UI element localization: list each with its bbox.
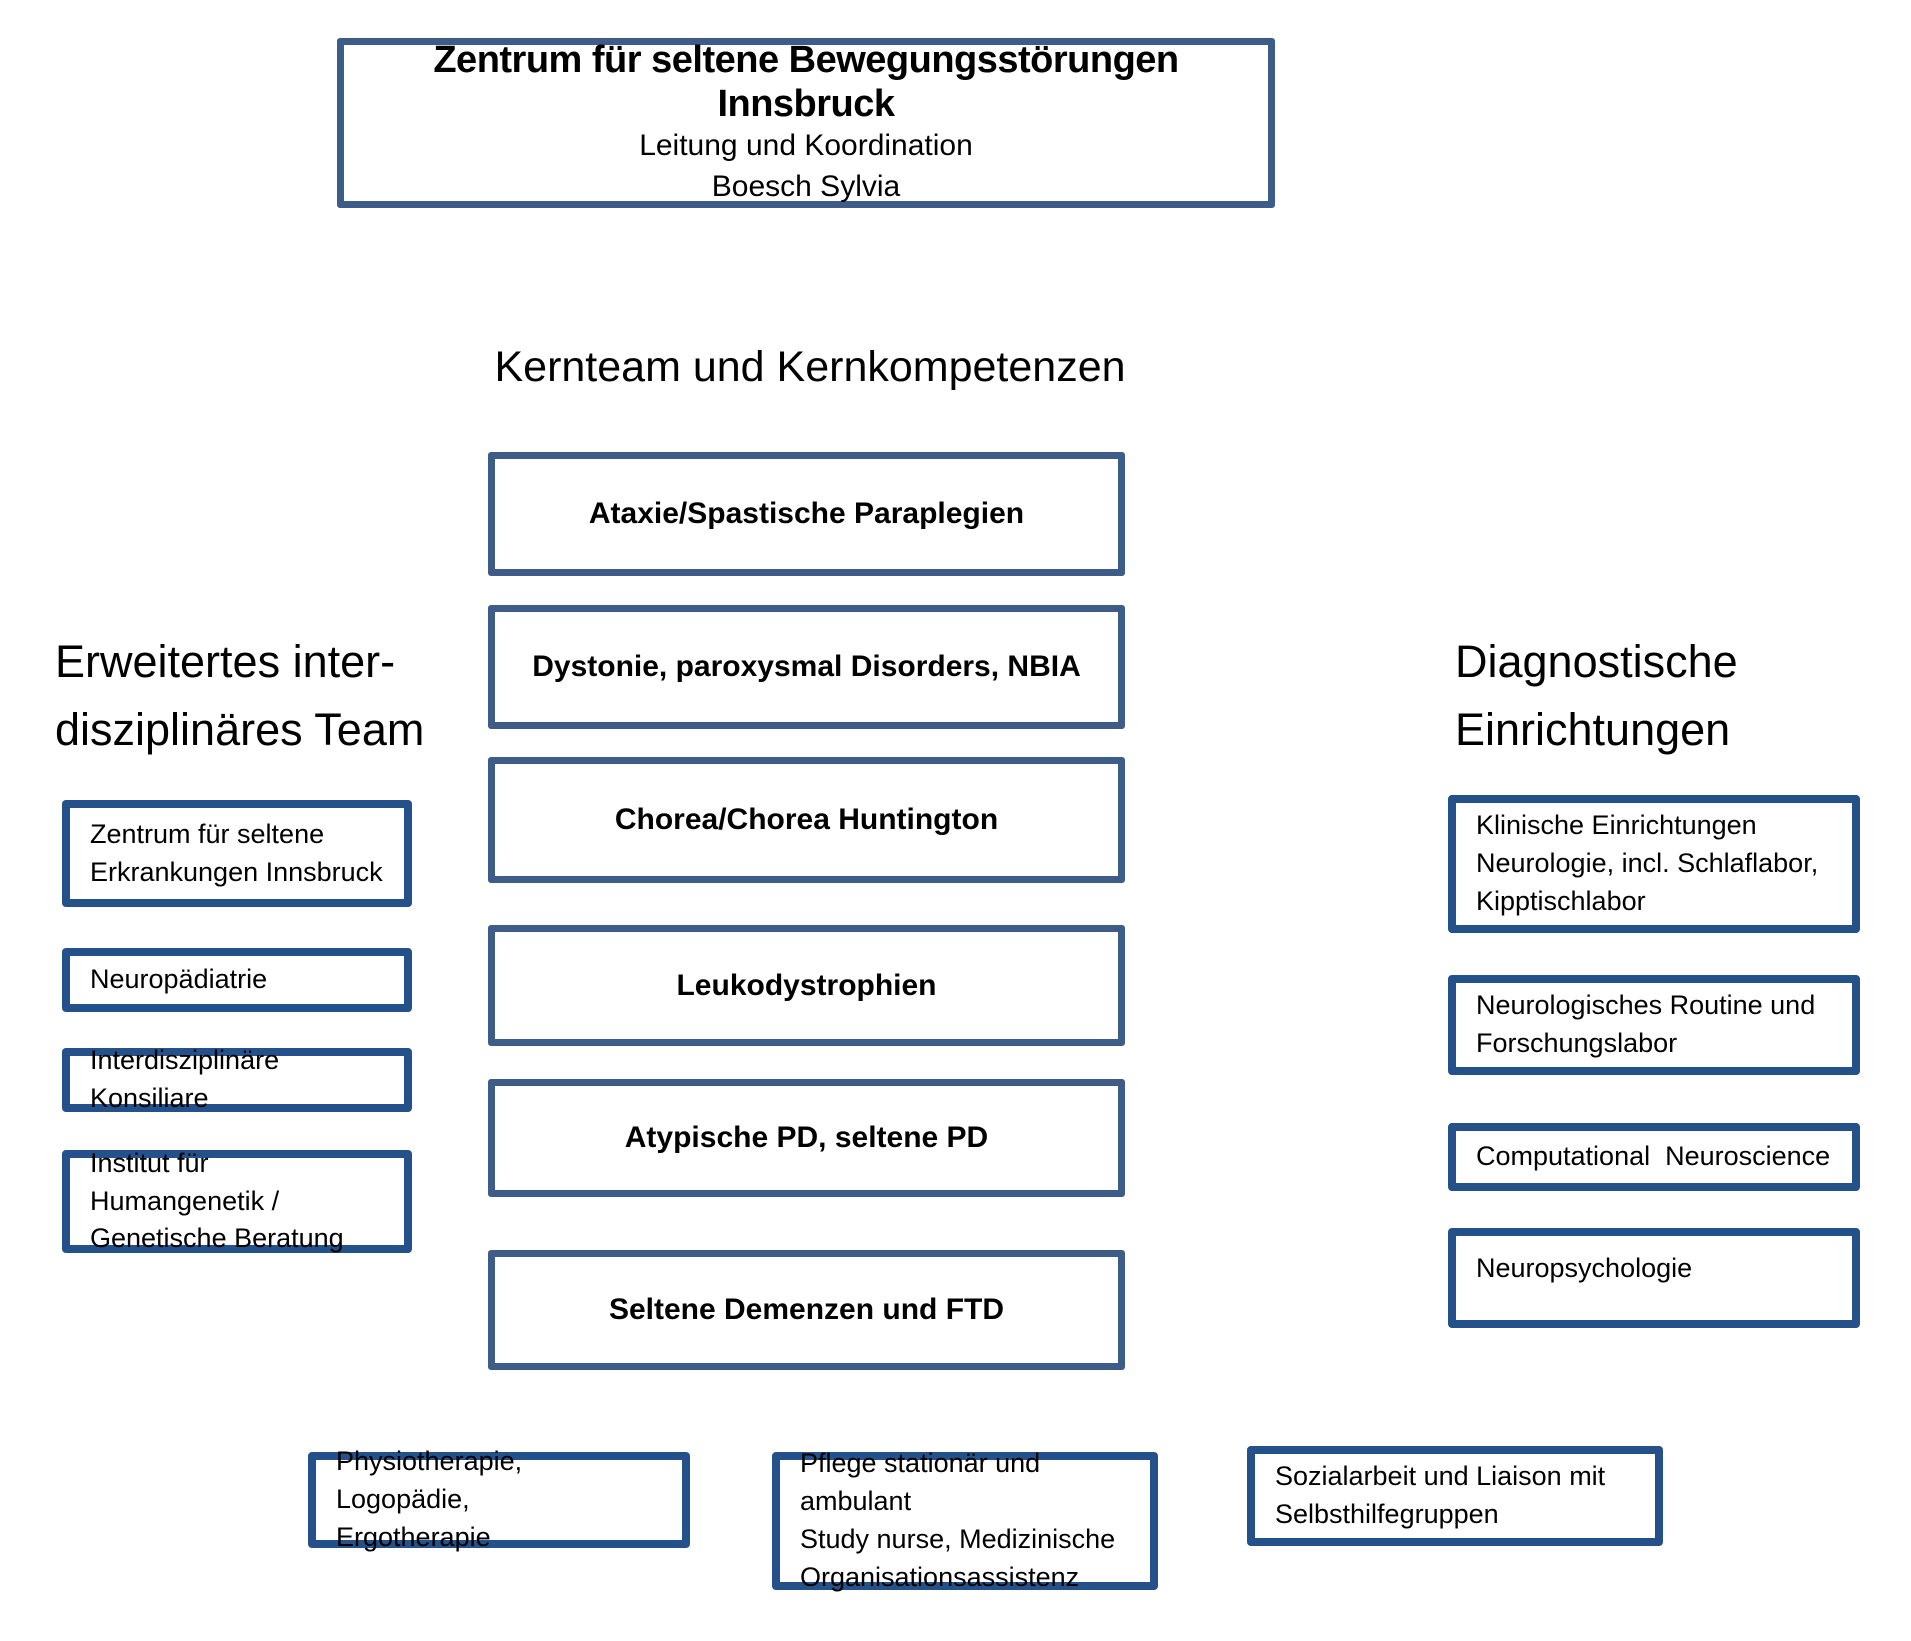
left-box-interdisziplinaere-konsiliare: Interdisziplinäre Konsiliare: [62, 1045, 412, 1113]
bottom-box-sozialarbeit: Sozialarbeit und Liaison mit Selbsthilfe…: [1247, 1446, 1663, 1546]
core-box-label: Seltene Demenzen und FTD: [608, 1293, 1005, 1326]
core-box-label: Chorea/Chorea Huntington: [614, 803, 999, 836]
core-box-label: Leukodystrophien: [676, 968, 937, 1002]
left-box-label: Institut für Humangenetik / Genetische B…: [90, 1147, 344, 1254]
left-box-label: Zentrum für seltene Erkrankungen Innsbru…: [90, 818, 383, 887]
right-box-computational-neuroscience: Computational Neuroscience: [1448, 1123, 1860, 1191]
bottom-box-label: Pflege stationär und ambulant Study nurs…: [800, 1448, 1116, 1592]
core-box-demenzen-ftd: Seltene Demenzen und FTD: [488, 1250, 1125, 1370]
left-box-zentrum-seltene-erkrankungen: Zentrum für seltene Erkrankungen Innsbru…: [62, 800, 412, 907]
core-box-label: Ataxie/Spastische Paraplegien: [588, 497, 1025, 530]
core-box-ataxie: Ataxie/Spastische Paraplegien: [488, 452, 1125, 576]
bottom-box-label: Sozialarbeit und Liaison mit Selbsthilfe…: [1275, 1461, 1606, 1529]
core-team-heading: Kernteam und Kernkompetenzen: [494, 343, 1126, 391]
bottom-box-label: Physiotherapie, Logopädie, Ergotherapie: [336, 1446, 523, 1552]
bottom-box-pflege: Pflege stationär und ambulant Study nurs…: [772, 1448, 1158, 1592]
core-box-dystonie: Dystonie, paroxysmal Disorders, NBIA: [488, 605, 1125, 729]
right-box-neuropsychologie: Neuropsychologie: [1448, 1228, 1860, 1328]
left-column-heading: Erweitertes inter- disziplinäres Team: [55, 636, 425, 755]
right-box-label: Computational Neuroscience: [1476, 1141, 1831, 1172]
right-box-klinische-einrichtungen: Klinische Einrichtungen Neurologie, incl…: [1448, 795, 1860, 933]
right-box-routinelabor: Neurologisches Routine und Forschungslab…: [1448, 975, 1860, 1075]
center-title: Zentrum für seltene Bewegungsstörungen I…: [433, 38, 1179, 125]
left-box-label: Interdisziplinäre Konsiliare: [90, 1045, 280, 1113]
left-box-neuropaediatrie: Neuropädiatrie: [62, 948, 412, 1012]
core-box-atypische-pd: Atypische PD, seltene PD: [488, 1079, 1125, 1197]
core-box-leukodystrophien: Leukodystrophien: [488, 925, 1125, 1046]
center-subtitle: Leitung und Koordination: [639, 129, 973, 163]
core-box-label: Atypische PD, seltene PD: [624, 1121, 989, 1154]
bottom-box-physiotherapie: Physiotherapie, Logopädie, Ergotherapie: [308, 1446, 690, 1552]
left-box-humangenetik: Institut für Humangenetik / Genetische B…: [62, 1148, 412, 1253]
core-box-label: Dystonie, paroxysmal Disorders, NBIA: [532, 650, 1081, 683]
right-column-heading: Diagnostische Einrichtungen: [1455, 636, 1738, 755]
core-box-chorea: Chorea/Chorea Huntington: [488, 757, 1125, 883]
right-box-label: Neurologisches Routine und Forschungslab…: [1476, 990, 1816, 1058]
right-box-label: Neuropsychologie: [1476, 1253, 1693, 1283]
left-box-label: Neuropädiatrie: [90, 964, 268, 995]
title-box: Zentrum für seltene Bewegungsstörungen I…: [337, 38, 1275, 208]
coordinator-name: Boesch Sylvia: [711, 169, 901, 203]
right-box-label: Klinische Einrichtungen Neurologie, incl…: [1476, 810, 1819, 916]
